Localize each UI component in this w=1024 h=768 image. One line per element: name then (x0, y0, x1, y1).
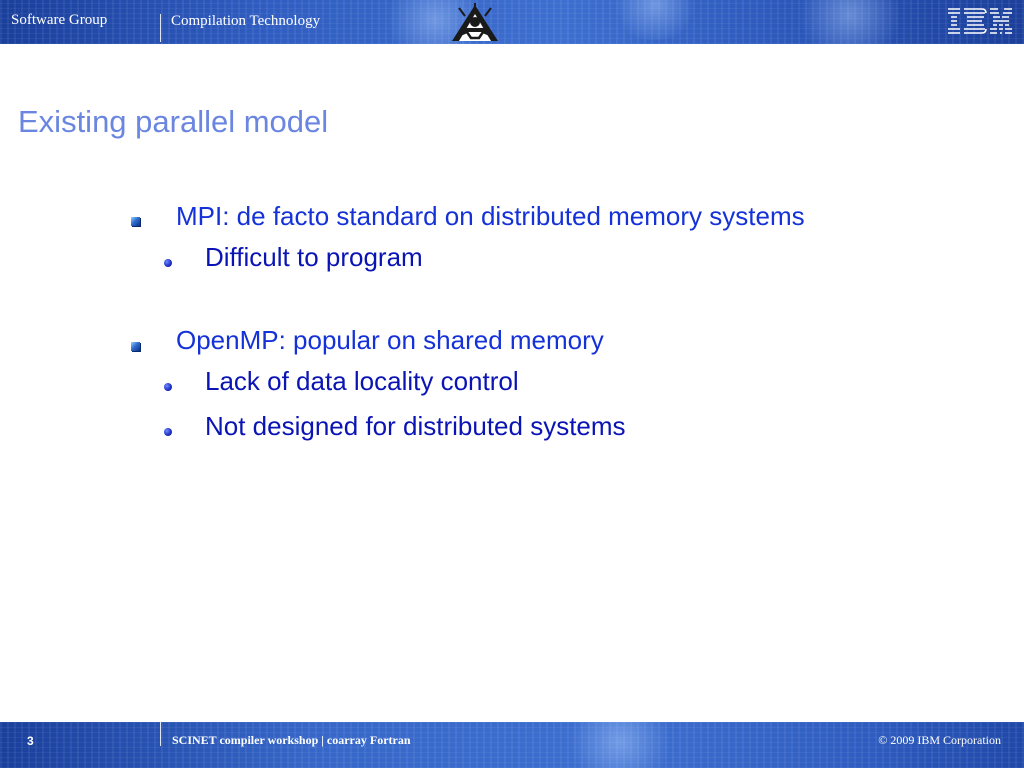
header-bar: Software Group Compilation Technology (0, 0, 1024, 44)
dot-bullet-icon (164, 383, 172, 391)
header-divider (160, 14, 161, 42)
slide-title: Existing parallel model (18, 104, 329, 139)
bullet-item: OpenMP: popular on shared memory (176, 325, 604, 355)
footer-bar: 3 SCINET compiler workshop | coarray For… (0, 722, 1024, 768)
copyright: © 2009 IBM Corporation (878, 733, 1001, 747)
header-subtitle: Compilation Technology (171, 13, 321, 29)
emblem-icon (452, 3, 498, 41)
footer-texture (0, 722, 1024, 768)
sub-bullet-item: Difficult to program (205, 242, 423, 272)
square-bullet-icon (131, 342, 140, 351)
dot-bullet-icon (164, 259, 172, 267)
header-texture (0, 0, 1024, 44)
header-group: Software Group (11, 12, 108, 28)
sub-bullet-item: Not designed for distributed systems (205, 411, 626, 441)
footer-title: SCINET compiler workshop | coarray Fortr… (172, 733, 411, 747)
footer-glow (560, 722, 680, 768)
bullet-item: MPI: de facto standard on distributed me… (176, 201, 805, 231)
ibm-logo-icon (948, 8, 1012, 34)
page-number: 3 (27, 734, 34, 748)
sub-bullet-item: Lack of data locality control (205, 366, 519, 396)
header-glow (790, 0, 910, 44)
footer-divider (160, 722, 161, 746)
square-bullet-icon (131, 217, 140, 226)
dot-bullet-icon (164, 428, 172, 436)
